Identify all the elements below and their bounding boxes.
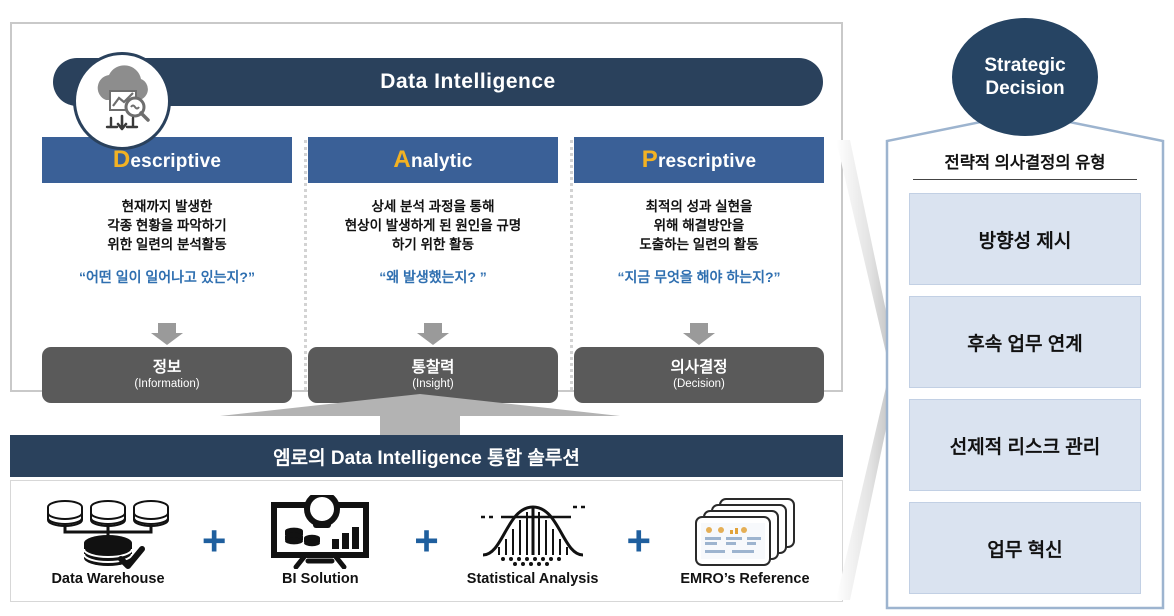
up-arrow-icon (220, 394, 620, 436)
solution-header: 엠로의 Data Intelligence 통합 솔루션 (10, 435, 843, 477)
result-box-decision: 의사결정 (Decision) (574, 347, 824, 403)
column-description-descriptive: 현재까지 발생한 각종 현황을 파악하기 위한 일련의 분석활동 (107, 199, 227, 252)
result-label-en: (Information) (134, 377, 200, 390)
column-header-prescriptive: Prescriptive (574, 137, 824, 183)
column-title-prescriptive: Prescriptive (642, 146, 757, 174)
column-title-rest: rescriptive (657, 151, 757, 172)
decision-type-label: 업무 혁신 (987, 539, 1063, 561)
solution-caption: Statistical Analysis (466, 571, 599, 587)
result-box-information: 정보 (Information) (42, 347, 292, 403)
plus-separator-3: + (626, 517, 652, 564)
solution-item-statistical-analysis: Statistical Analysis (448, 495, 618, 587)
solution-caption: Data Warehouse (51, 571, 165, 587)
column-divider (304, 140, 307, 390)
column-title-descriptive: Descriptive (113, 146, 221, 174)
cloud-analytics-icon (73, 52, 171, 150)
solution-caption: BI Solution (282, 571, 359, 587)
result-box-insight: 통찰력 (Insight) (308, 347, 558, 403)
result-label-ko: 정보 (152, 358, 182, 376)
decision-type-label: 선제적 리스크 관리 (949, 436, 1101, 458)
column-initial: D (112, 146, 131, 173)
result-label-ko: 통찰력 (411, 358, 455, 376)
strategic-decision-line1: Strategic (984, 55, 1066, 76)
column-description-analytic: 상세 분석 과정을 통해 현상이 발생하게 된 원인을 규명 하기 위한 활동 (344, 199, 522, 252)
solution-header-title: 엠로의 Data Intelligence 통합 솔루션 (273, 447, 580, 469)
column-title-analytic: Analytic (393, 146, 472, 174)
column-initial: P (641, 146, 658, 173)
column-question-descriptive: “어떤 일이 일어나고 있는지?” (79, 269, 255, 285)
decision-type-item-1[interactable]: 방향성 제시 (909, 193, 1141, 285)
database-stack-icon (39, 495, 177, 569)
decision-types-title: 전략적 의사결정의 유형 (944, 154, 1106, 172)
title-divider (913, 179, 1137, 180)
column-analytic: Analytic 상세 분석 과정을 통해 현상이 발생하게 된 원인을 규명 … (308, 137, 558, 403)
decision-type-item-4[interactable]: 업무 혁신 (909, 502, 1141, 594)
strategic-decision-panel: Strategic Decision 전략적 의사결정의 유형 방향성 제시 후… (885, 18, 1165, 610)
column-title-rest: nalytic (410, 151, 473, 172)
solution-item-emro-reference: EMRO’s Reference (660, 495, 830, 587)
strategic-decision-line2: Decision (985, 78, 1065, 99)
decision-type-label: 후속 업무 연계 (967, 333, 1083, 355)
decision-type-item-3[interactable]: 선제적 리스크 관리 (909, 399, 1141, 491)
column-header-analytic: Analytic (308, 137, 558, 183)
solution-item-bi-solution: BI Solution (235, 495, 405, 587)
column-prescriptive: Prescriptive 최적의 성과 실현을 위해 해결방안을 도출하는 일련… (574, 137, 824, 403)
decision-types-container: 전략적 의사결정의 유형 방향성 제시 후속 업무 연계 선제적 리스크 관리 … (885, 113, 1165, 610)
column-descriptive: Descriptive 현재까지 발생한 각종 현황을 파악하기 위한 일련의 … (42, 137, 292, 403)
data-intelligence-title: Data Intelligence (380, 70, 556, 93)
column-initial: A (393, 146, 411, 173)
column-description-prescriptive: 최적의 성과 실현을 위해 해결방안을 도출하는 일련의 활동 (639, 199, 759, 252)
data-intelligence-panel: Data Intelligence Descr (10, 22, 843, 403)
strategic-decision-circle: Strategic Decision (952, 18, 1098, 136)
column-header-descriptive: Descriptive (42, 137, 292, 183)
data-intelligence-banner: Data Intelligence (53, 58, 823, 106)
decision-type-list: 방향성 제시 후속 업무 연계 선제적 리스크 관리 업무 혁신 (909, 193, 1141, 605)
column-question-prescriptive: “지금 무엇을 해야 하는지?” (617, 269, 781, 285)
decision-type-label: 방향성 제시 (978, 230, 1072, 252)
decision-type-item-2[interactable]: 후속 업무 연계 (909, 296, 1141, 388)
plus-separator-2: + (414, 517, 439, 564)
column-question-analytic: “왜 발생했는지? ” (379, 269, 487, 285)
solution-items: Data Warehouse + (10, 480, 843, 602)
dashboard-screens-icon (686, 495, 804, 569)
transition-arrow-icon (828, 140, 898, 600)
result-label-en: (Decision) (673, 377, 725, 390)
column-title-rest: escriptive (130, 151, 222, 172)
bell-curve-icon (473, 495, 593, 569)
solution-item-data-warehouse: Data Warehouse (23, 495, 193, 587)
result-label-en: (Insight) (412, 377, 454, 390)
solution-caption: EMRO’s Reference (680, 571, 810, 587)
emro-solution-section: 엠로의 Data Intelligence 통합 솔루션 (10, 435, 843, 605)
result-label-ko: 의사결정 (670, 358, 728, 376)
monitor-lightbulb-chart-icon (264, 495, 376, 569)
plus-separator-1: + (201, 517, 227, 564)
analytics-columns: Descriptive 현재까지 발생한 각종 현황을 파악하기 위한 일련의 … (32, 137, 824, 403)
column-divider (570, 140, 573, 390)
